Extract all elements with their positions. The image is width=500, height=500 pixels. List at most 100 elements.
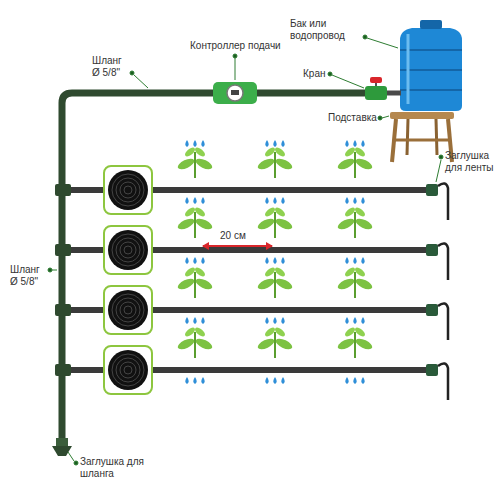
leader-lines-part <box>68 452 74 461</box>
plants-and-drops-part <box>256 217 276 232</box>
plants-and-drops-part <box>263 266 276 278</box>
plants-and-drops-part <box>354 337 374 352</box>
plants-and-drops-part <box>345 317 349 324</box>
plants-and-drops-part <box>336 277 356 292</box>
tap-valve-part <box>365 86 387 100</box>
plants-and-drops-part <box>361 257 365 264</box>
plants-and-drops-part <box>265 317 269 324</box>
plants-and-drops-part <box>176 277 196 292</box>
plants-and-drops-part <box>274 332 276 358</box>
leader-lines-part <box>436 160 441 182</box>
plants-and-drops-part <box>273 377 277 384</box>
plants-and-drops-part <box>194 212 196 238</box>
leader-lines-part <box>134 75 148 88</box>
plants-and-drops-part <box>273 257 277 264</box>
leader-lines-part <box>328 72 332 76</box>
plants-and-drops-part <box>336 337 356 352</box>
drip-rows-part <box>108 170 148 210</box>
plants-and-drops-part <box>273 317 277 324</box>
plants-and-drops-part <box>361 197 365 204</box>
plants-and-drops-part <box>354 212 356 238</box>
plants-and-drops-part <box>354 272 356 298</box>
tap-valve-part <box>370 77 382 83</box>
drip-rows-part <box>55 364 71 376</box>
leader-lines-part <box>363 35 367 39</box>
plants-and-drops-part <box>343 206 356 218</box>
plants-and-drops-part <box>193 326 206 338</box>
tank-stand <box>390 112 454 162</box>
plants-and-drops-part <box>361 140 365 147</box>
plants-and-drops-part <box>176 337 196 352</box>
plants-and-drops-part <box>183 266 196 278</box>
plants-and-drops-part <box>193 140 197 147</box>
plants-and-drops-part <box>353 326 366 338</box>
plants-and-drops-part <box>193 257 197 264</box>
plants-and-drops-part <box>193 317 197 324</box>
plants-and-drops-part <box>354 217 374 232</box>
drip-rows-part <box>108 290 148 330</box>
tank-stand-part <box>407 119 408 155</box>
drip-rows-part <box>438 303 448 340</box>
plants-and-drops-part <box>265 197 269 204</box>
plants-and-drops-part <box>201 140 205 147</box>
plants-and-drops-part <box>353 197 357 204</box>
drip-rows-part <box>426 364 438 376</box>
plants-and-drops-part <box>256 277 276 292</box>
plants-and-drops-part <box>185 377 189 384</box>
tank-label: Бак или водопровод <box>290 18 362 41</box>
main-hose-part <box>255 90 366 97</box>
plants-and-drops-part <box>201 257 205 264</box>
hose-end-cap-part <box>56 438 68 446</box>
flow-controller <box>213 82 257 104</box>
plants-and-drops-part <box>281 317 285 324</box>
plants-and-drops-part <box>281 257 285 264</box>
plants-and-drops-part <box>265 140 269 147</box>
plants-and-drops-part <box>353 266 366 278</box>
tap-label: Кран <box>303 68 333 80</box>
drip-rows-part <box>108 230 148 270</box>
water-tank-part <box>407 34 410 104</box>
flow-controller-part <box>231 90 239 95</box>
tank-stand-part <box>394 139 450 142</box>
plants-and-drops-part <box>345 197 349 204</box>
plants-and-drops-part <box>336 217 356 232</box>
drip-rows-part <box>112 234 144 266</box>
plants-and-drops-part <box>353 317 357 324</box>
plants-and-drops-part <box>343 266 356 278</box>
plants-and-drops-part <box>193 377 197 384</box>
plants-and-drops-part <box>354 332 356 358</box>
drip-rows-part <box>438 363 448 400</box>
plants-and-drops-part <box>353 206 366 218</box>
hose-end-cap-part <box>52 446 72 456</box>
drip-rows-part <box>120 302 136 318</box>
plants-and-drops-part <box>274 157 294 172</box>
plants-and-drops-part <box>201 197 205 204</box>
plants-and-drops-part <box>273 326 286 338</box>
drip-rows-part <box>112 354 144 386</box>
plants-and-drops-part <box>274 152 276 178</box>
plants-and-drops-part <box>274 337 294 352</box>
leader-lines-part <box>367 38 398 48</box>
drip-rows-part <box>120 362 136 378</box>
hose-label: Шланг Ø 5/8" <box>92 55 132 78</box>
plants-and-drops-part <box>354 152 356 178</box>
plants-and-drops-part <box>353 146 366 158</box>
drip-rows-part <box>104 346 152 394</box>
leader-lines <box>48 35 443 465</box>
plants-and-drops-part <box>274 272 276 298</box>
leader-lines-part <box>439 155 443 159</box>
plants-and-drops-part <box>256 157 276 172</box>
water-tank <box>400 20 462 111</box>
controller-label: Контроллер подачи <box>190 40 290 52</box>
drip-rows-part <box>116 178 140 202</box>
drip-rows-part <box>426 244 438 256</box>
plants-and-drops-part <box>193 206 206 218</box>
plants-and-drops-part <box>183 206 196 218</box>
plants-and-drops-part <box>273 140 277 147</box>
drip-rows-part <box>124 186 132 194</box>
plants-and-drops-part <box>265 257 269 264</box>
leader-lines-part <box>382 116 389 118</box>
plants-and-drops-part <box>201 377 205 384</box>
plants-and-drops-part <box>263 146 276 158</box>
